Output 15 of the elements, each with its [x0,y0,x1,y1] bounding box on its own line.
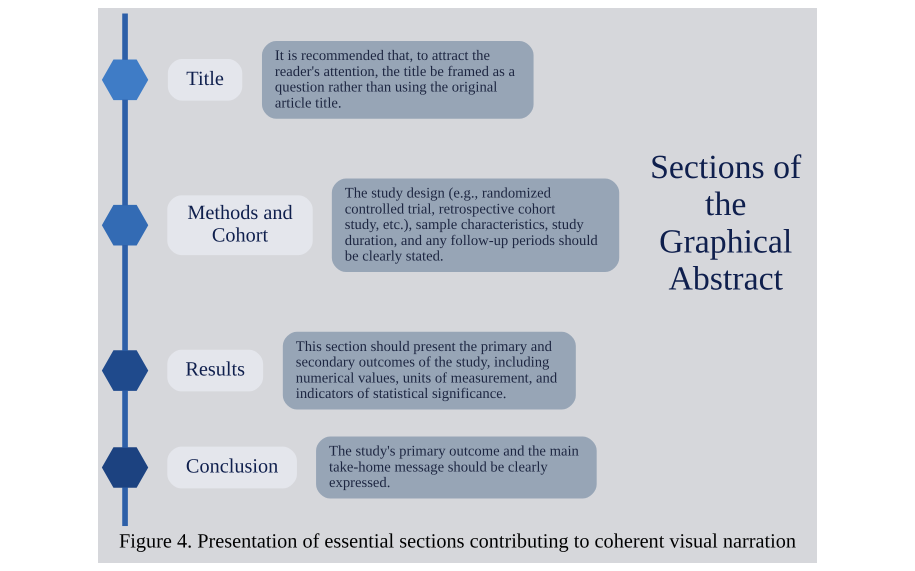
node-hexagon [102,447,148,488]
node-hexagon [102,350,148,391]
connector [122,100,128,206]
node-box: This section should present the primary and secondary outcomes of the study, including numerical values, units of measurement, and indicators of statistical significance. [282,332,576,410]
caption: Figure 4. Presentation of essential sections contributing to coherent visual narration [118,530,796,553]
connector [122,245,128,351]
node-hexagon [102,204,148,246]
node-box: The study design (e.g., randomized controlled trial, retrospective cohort study, etc.), sample characteristics, study duration, and any follow-up periods should be clearly stated. [332,178,620,272]
connector [122,14,128,60]
node-box: The study's primary outcome and the main take-home message should be clearly expressed. [316,436,597,498]
node-hexagon [102,60,148,100]
label: Sections of the Graphical Abstract [650,148,802,298]
connector [122,487,128,526]
node-box: It is recommended that, to attract the reader's attention, the title be framed as a question rather than using the original article title. [262,40,534,119]
connector [122,390,128,448]
